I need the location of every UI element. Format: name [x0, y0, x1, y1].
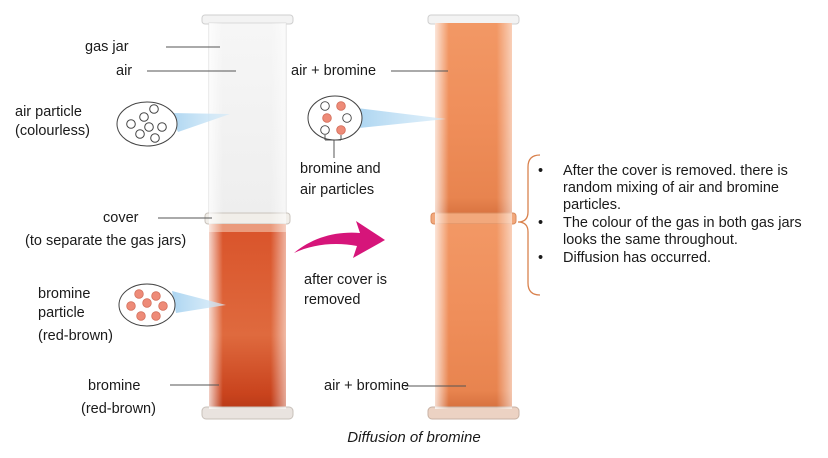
cover-sublabel: (to separate the gas jars) — [25, 233, 187, 249]
air-bromine-bottom-label: air + bromine — [324, 378, 410, 394]
note-item: The colour of the gas in both gas jars l… — [536, 215, 826, 249]
air-label: air — [116, 63, 133, 79]
observation-notes: After the cover is removed. there is ran… — [536, 163, 826, 268]
note-item: After the cover is removed. there is ran… — [536, 163, 826, 214]
particles-label: bromine and — [300, 161, 381, 177]
bromine-sublabel: (red-brown) — [81, 401, 156, 417]
gas-jar-label: gas jar — [85, 39, 129, 55]
right-gas-jar — [427, 14, 520, 420]
air-particles — [126, 104, 167, 143]
arrow-label-2: removed — [304, 292, 361, 308]
bromine-particles — [126, 289, 168, 321]
cover-label: cover — [103, 210, 139, 226]
bromine-particle-beam — [172, 291, 226, 313]
air-bromine-top-label: air + bromine — [291, 63, 377, 79]
bromine-particle-label: bromine — [38, 286, 91, 302]
figure-caption: Diffusion of bromine — [347, 429, 481, 446]
arrow-label: after cover is — [304, 272, 387, 288]
left-gas-jar — [201, 14, 294, 420]
air-particle-callout — [116, 101, 230, 147]
notes-brace — [517, 154, 541, 296]
bromine-particle-label-2: particle — [38, 305, 85, 321]
air-particle-label: air particle — [15, 104, 82, 120]
leader-lines — [147, 46, 466, 387]
bromine-particle-callout — [118, 283, 226, 327]
particles-label-2: air particles — [300, 182, 375, 198]
particles-pointer — [324, 135, 342, 158]
process-arrow — [294, 221, 385, 258]
air-particle-beam — [170, 113, 230, 132]
note-item: Diffusion has occurred. — [536, 250, 826, 267]
mixed-particle-callout — [307, 95, 446, 158]
mixed-particle-beam — [357, 108, 446, 128]
air-particle-sublabel: (colourless) — [15, 123, 90, 139]
mixed-particles — [320, 101, 352, 135]
bromine-particle-sublabel: (red-brown) — [38, 328, 113, 344]
bromine-label: bromine — [88, 378, 141, 394]
